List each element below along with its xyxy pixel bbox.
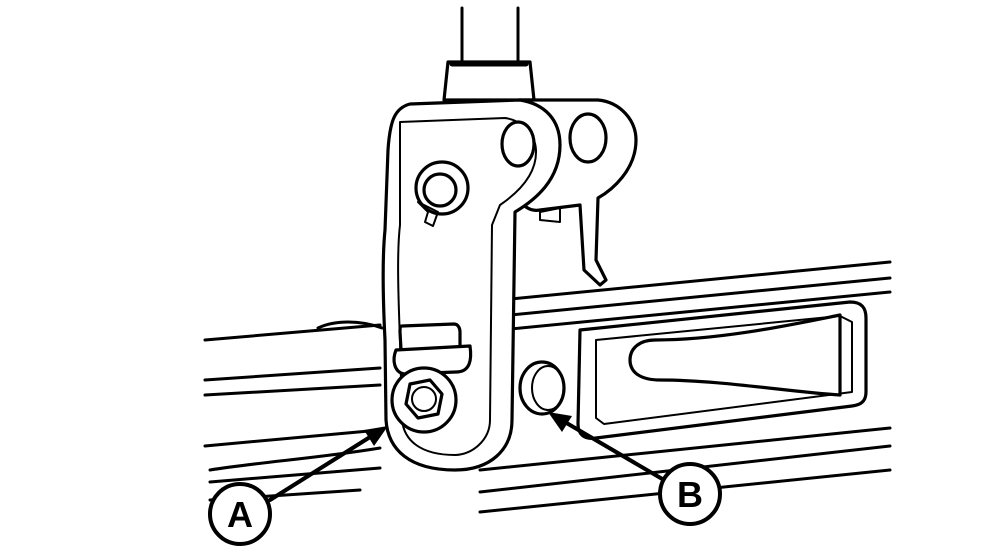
vertical-rod — [442, 6, 536, 102]
callout-a: A — [208, 482, 272, 546]
beam-pocket — [576, 300, 868, 440]
retaining-pin — [414, 160, 470, 227]
callout-a-leader — [268, 426, 388, 502]
mounting-hole-b — [518, 360, 566, 416]
hex-bolt — [390, 366, 458, 434]
lock-tab — [392, 322, 473, 376]
callout-a-label: A — [227, 494, 253, 535]
callout-b-label: B — [677, 474, 703, 515]
callout-b: B — [658, 462, 722, 526]
callout-b-leader — [548, 412, 666, 482]
